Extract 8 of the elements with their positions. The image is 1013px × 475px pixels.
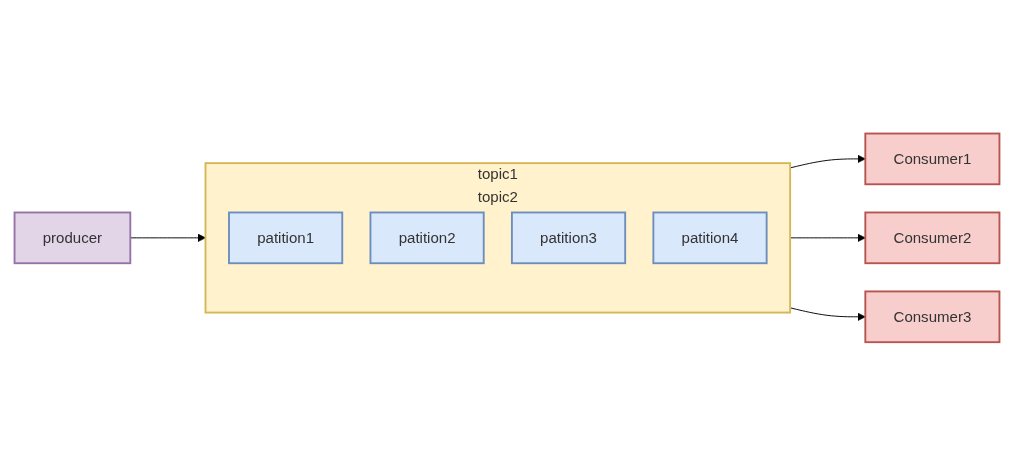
node-box: producer — [13, 211, 131, 264]
node-box: patition2 — [369, 211, 485, 264]
node-box: Consumer3 — [863, 290, 1000, 343]
node-box: patition1 — [227, 211, 343, 264]
node-box: patition4 — [651, 211, 768, 264]
node-box: Consumer2 — [863, 211, 1000, 264]
node-box: Consumer1 — [863, 132, 1000, 185]
node-box: patition3 — [510, 211, 626, 264]
